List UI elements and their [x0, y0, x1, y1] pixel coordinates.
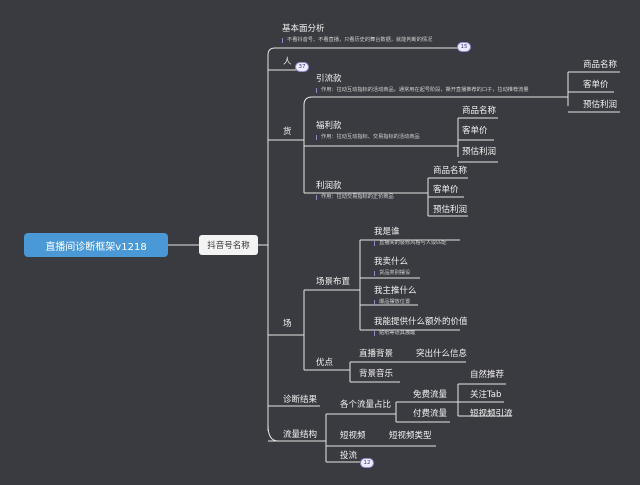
lirun-item-price[interactable]: 客单价: [433, 185, 459, 195]
fuli-item-profit[interactable]: 预估利润: [462, 147, 497, 157]
layout-item-sell[interactable]: 我卖什么: [374, 257, 409, 267]
traffic-free-natural[interactable]: 自然推荐: [470, 370, 505, 380]
layout-item-push-note: 爆品摆放位置: [374, 299, 410, 306]
result-label[interactable]: 诊断结果: [283, 395, 318, 405]
basic-analysis-label[interactable]: 基本面分析: [282, 24, 325, 34]
basic-analysis-badge[interactable]: 15: [457, 42, 471, 52]
connector-goods-branches: [300, 96, 548, 194]
connector-free-items: [450, 383, 512, 417]
traffic-free-video[interactable]: 短视频引流: [470, 409, 513, 419]
traffic-video-child[interactable]: 短视频类型: [389, 431, 432, 441]
lirun-label[interactable]: 利润款: [316, 181, 342, 191]
connector-spine: [267, 47, 465, 431]
connector-advantage-items: [344, 361, 466, 383]
yinliu-item-price[interactable]: 客单价: [583, 80, 609, 90]
lirun-note: 作用：拉动交易指标的正价商品: [316, 194, 394, 201]
advantage-label[interactable]: 优点: [316, 358, 334, 368]
connector-fuli-items: [454, 117, 498, 163]
layout-item-value-note: 贴纸等道具展醒: [374, 330, 415, 337]
traffic-label[interactable]: 流量结构: [283, 430, 318, 440]
traffic-free-label[interactable]: 免费流量: [413, 390, 448, 400]
connector-share-items: [390, 401, 450, 423]
layout-item-value[interactable]: 我能提供什么额外的价值: [374, 317, 468, 327]
people-badge[interactable]: 37: [295, 62, 309, 72]
traffic-free-follow[interactable]: 关注Tab: [470, 390, 502, 400]
connector-layout-items: [356, 239, 460, 331]
layout-item-who[interactable]: 我是谁: [374, 227, 400, 237]
advantage-bg-child[interactable]: 突出什么信息: [416, 349, 468, 359]
root-node[interactable]: 直播间诊断框架v1218: [24, 233, 168, 257]
yinliu-note: 作用：拉动互动指标的活动商品，通常用在起号阶段，撕开直播推荐的口子，拉动推荐流量: [316, 87, 529, 94]
fuli-item-price[interactable]: 客单价: [462, 126, 488, 136]
people-label[interactable]: 人: [283, 57, 292, 67]
connector-traffic-branches: [320, 413, 390, 463]
center-node[interactable]: 抖音号名称: [199, 235, 258, 255]
fuli-item-name[interactable]: 商品名称: [462, 106, 497, 116]
fuli-label[interactable]: 福利款: [316, 121, 342, 131]
yinliu-label[interactable]: 引流款: [316, 74, 342, 84]
lirun-item-profit[interactable]: 预估利润: [433, 205, 468, 215]
yinliu-item-profit[interactable]: 预估利润: [583, 100, 618, 110]
traffic-paid-label[interactable]: 付费流量: [413, 409, 448, 419]
yinliu-item-name[interactable]: 商品名称: [583, 60, 618, 70]
layout-item-who-note: 直播间的装修风格与人设匹配: [374, 240, 446, 247]
connector-lirun-items: [424, 177, 468, 217]
basic-analysis-note: 不看抖音号、不看直播，只看历史的舞台数据，就能判断的情况: [282, 37, 432, 44]
advantage-music[interactable]: 背景音乐: [359, 369, 394, 379]
fuli-note: 作用：拉动互动指标、交易指标的活动商品: [316, 134, 420, 141]
goods-label[interactable]: 货: [283, 127, 292, 137]
traffic-ads-badge[interactable]: 12: [360, 458, 374, 468]
advantage-bg[interactable]: 直播背景: [359, 349, 394, 359]
traffic-ads-label[interactable]: 投流: [340, 451, 358, 461]
lirun-item-name[interactable]: 商品名称: [433, 166, 468, 176]
layout-label[interactable]: 场景布置: [316, 277, 351, 287]
traffic-video-label[interactable]: 短视频: [340, 431, 366, 441]
connector-yinliu-items: [548, 71, 620, 113]
layout-item-push[interactable]: 我主推什么: [374, 286, 417, 296]
scene-label[interactable]: 场: [283, 319, 292, 329]
traffic-share-label[interactable]: 各个流量占比: [340, 400, 392, 410]
connector-scene-branches: [300, 289, 356, 371]
layout-item-sell-note: 货品类别摆设: [374, 270, 410, 277]
